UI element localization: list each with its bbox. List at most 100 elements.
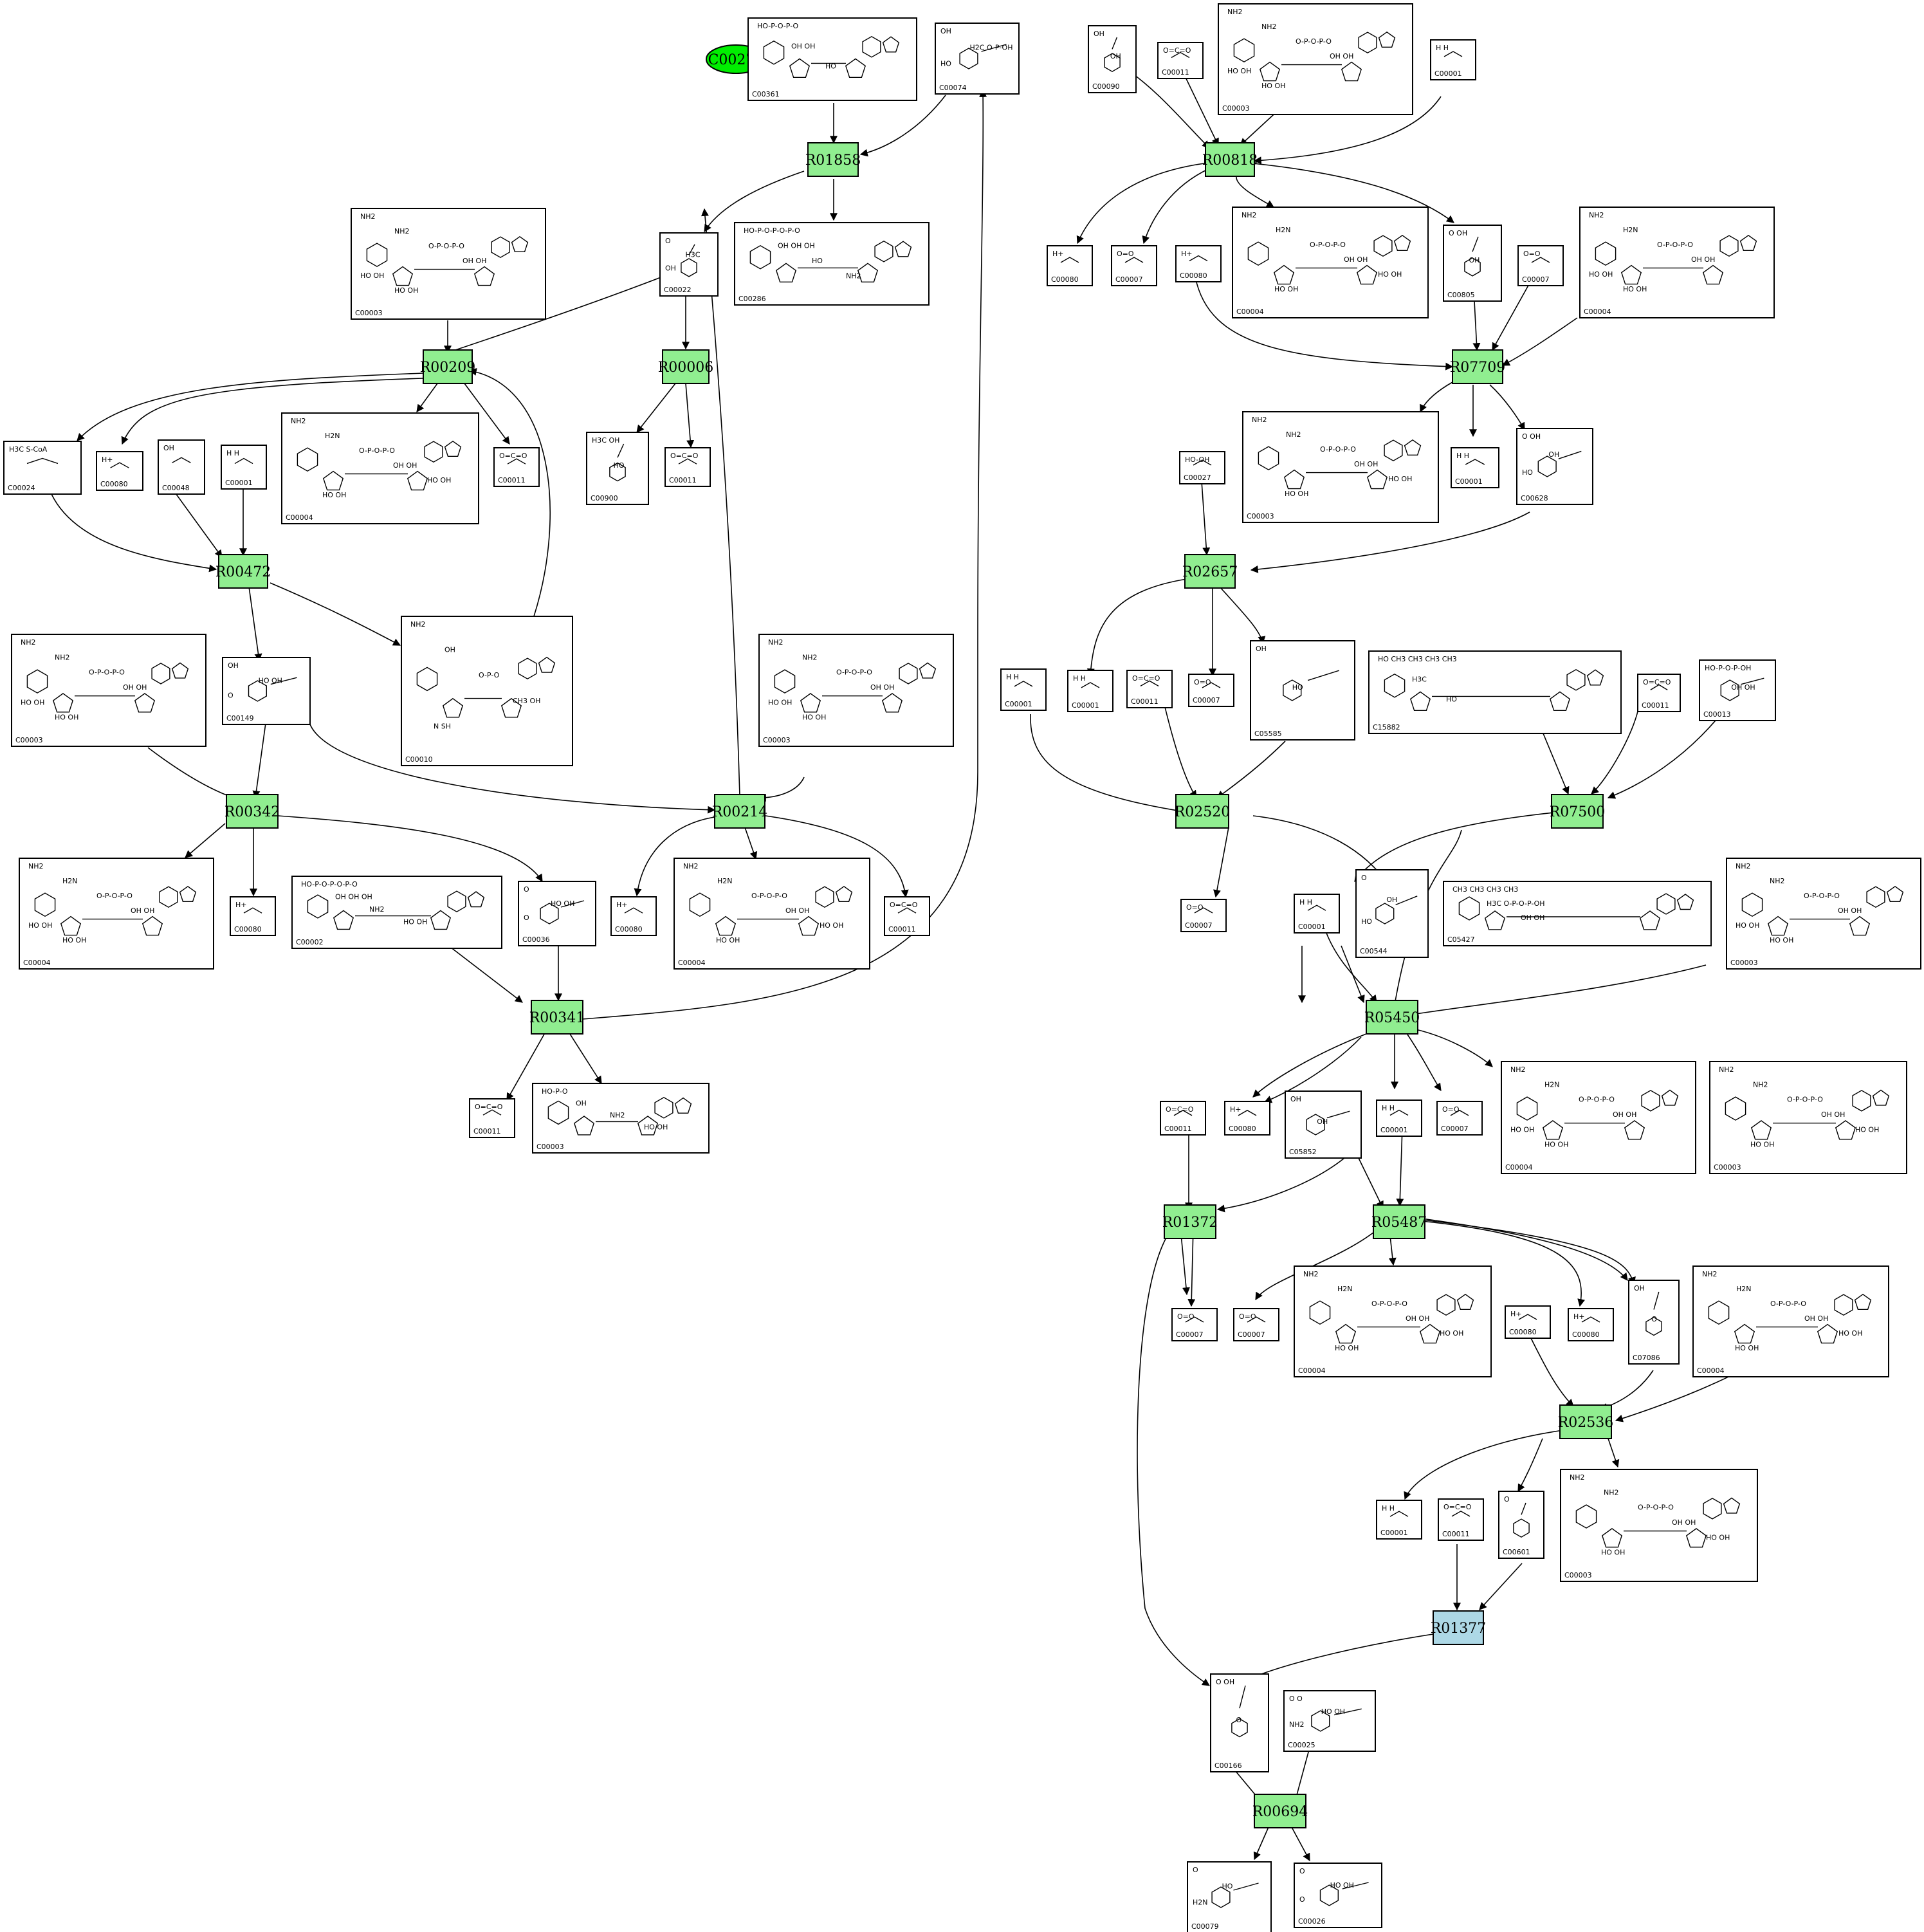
reaction-node-r07500[interactable]: R07500 bbox=[1550, 794, 1606, 829]
atom-label: HO OH bbox=[360, 271, 384, 280]
compound-id-label: C00007 bbox=[1176, 1330, 1204, 1339]
reaction-node-r01858[interactable]: R01858 bbox=[805, 142, 861, 177]
reaction-node-r00006[interactable]: R00006 bbox=[658, 349, 714, 384]
atom-label: O=O bbox=[1523, 250, 1541, 258]
reaction-node-r02536[interactable]: R02536 bbox=[1558, 1404, 1614, 1439]
reaction-node-r01377[interactable]: R01377 bbox=[1431, 1610, 1487, 1645]
compound-node-c00080[interactable]: H+C00080 bbox=[1224, 1101, 1270, 1136]
compound-node-c00080[interactable]: H+C00080 bbox=[1568, 1308, 1614, 1341]
reaction-node-r00818[interactable]: R00818 bbox=[1202, 142, 1258, 177]
atom-label: HO OH bbox=[403, 918, 427, 926]
reaction-node-r00341[interactable]: R00341 bbox=[529, 1000, 585, 1035]
reaction-node-r07709[interactable]: R07709 bbox=[1450, 349, 1506, 384]
reaction-node-r00209[interactable]: R00209 bbox=[420, 349, 476, 384]
atom-label: H3C S-CoA bbox=[9, 445, 48, 454]
reaction-node-r05450[interactable]: R05450 bbox=[1364, 1000, 1420, 1035]
compound-node-c00080[interactable]: H+C00080 bbox=[1505, 1305, 1551, 1339]
reaction-node-r05487[interactable]: R05487 bbox=[1371, 1204, 1427, 1239]
compound-node-c00080[interactable]: H+C00080 bbox=[230, 896, 276, 936]
reaction-node-r00694[interactable]: R00694 bbox=[1252, 1794, 1308, 1828]
reaction-node-r02520[interactable]: R02520 bbox=[1175, 794, 1231, 829]
reaction-node-r00342[interactable]: R00342 bbox=[224, 794, 280, 829]
compound-node-c00080[interactable]: H+C00080 bbox=[610, 896, 657, 936]
reaction-node-r02657[interactable]: R02657 bbox=[1182, 554, 1238, 589]
compound-node-c00080[interactable]: H+C00080 bbox=[1047, 245, 1093, 286]
compound-node-c00080[interactable]: H+C00080 bbox=[96, 451, 143, 491]
reaction-node-r00472[interactable]: R00472 bbox=[215, 554, 271, 589]
compound-node-c00080[interactable]: H+C00080 bbox=[1175, 245, 1222, 282]
reaction-node-r01372[interactable]: R01372 bbox=[1162, 1204, 1218, 1239]
reaction-node-r00214[interactable]: R00214 bbox=[712, 794, 768, 829]
